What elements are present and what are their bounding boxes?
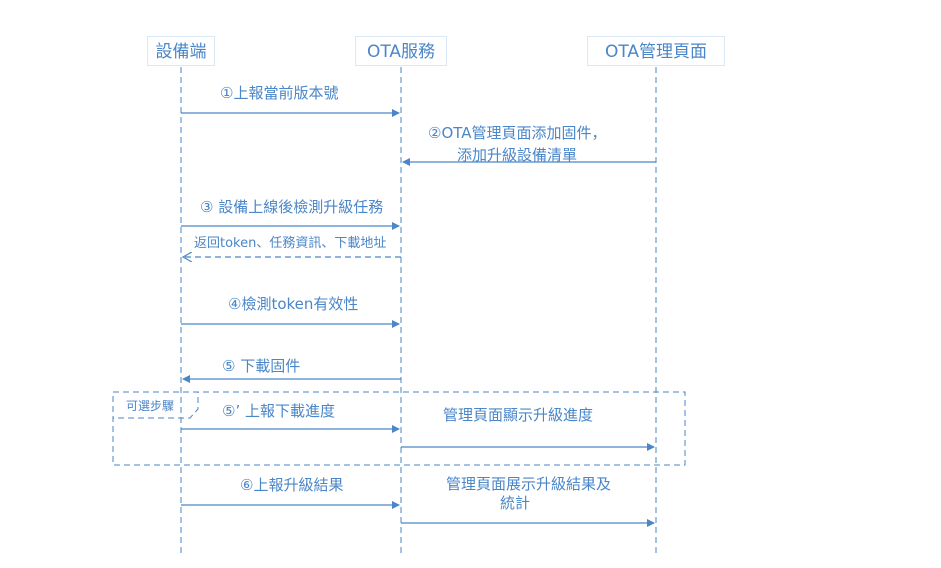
label-m4: ④檢測token有效性 [228,295,359,313]
label-m5b: ⑤’ 上報下載進度 [222,402,335,420]
label-m5c: 管理頁面顯示升級進度 [443,406,594,424]
actor-ota-service: OTA服務 [355,36,447,66]
label-m2-line2: 添加升級設備清單 [457,146,578,164]
label-m5: ⑤ 下載固件 [222,357,301,375]
optional-frame [112,391,686,466]
optional-frame-label: 可選步驟 [126,399,175,413]
label-m6: ⑥上報升級結果 [240,476,344,494]
label-m7-line2: 統計 [500,494,531,512]
label-m2-line1: ②OTA管理頁面添加固件， [428,124,607,142]
label-m3: ③ 設備上線後檢測升級任務 [200,198,384,216]
actor-ota-admin: OTA管理頁面 [587,36,725,66]
actor-device: 設備端 [147,36,215,66]
optional-frame-tag [113,391,199,419]
label-m3-return: 返回token、任務資訊、下載地址 [194,236,387,251]
label-m1: ①上報當前版本號 [220,84,339,102]
label-m7-line1: 管理頁面展示升級結果及 [446,475,612,493]
